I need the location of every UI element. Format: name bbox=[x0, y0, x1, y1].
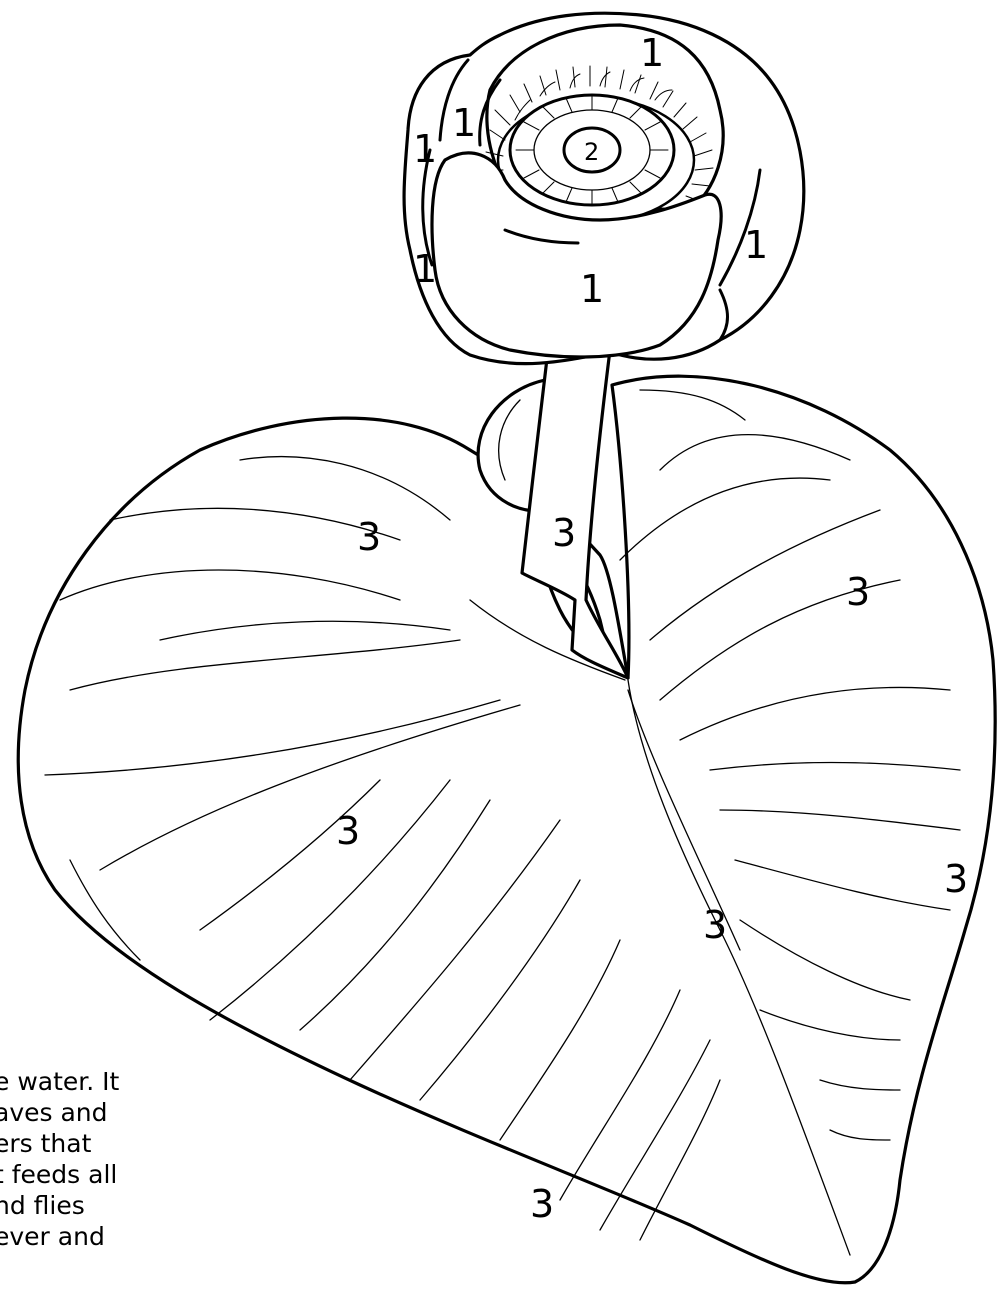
caption-text: e water. It aves and ers that t feeds al… bbox=[0, 1066, 119, 1252]
label-leaf-midrib: 3 bbox=[703, 903, 727, 947]
label-petal-right: 1 bbox=[744, 223, 768, 267]
label-petal-outer-left: 1 bbox=[413, 127, 437, 171]
caption-line: nd flies bbox=[0, 1190, 119, 1221]
flower bbox=[404, 13, 804, 363]
label-petal-top: 1 bbox=[640, 31, 664, 75]
label-leaf-upper-right: 3 bbox=[846, 570, 870, 614]
caption-line: aves and bbox=[0, 1097, 119, 1128]
label-leaf-right: 3 bbox=[944, 857, 968, 901]
caption-line: t feeds all bbox=[0, 1159, 119, 1190]
leaf bbox=[18, 376, 995, 1283]
caption-line: ever and bbox=[0, 1221, 119, 1252]
label-petal-front: 1 bbox=[580, 267, 604, 311]
label-leaf-bottom: 3 bbox=[530, 1182, 554, 1226]
label-leaf-upper-left: 3 bbox=[357, 515, 381, 559]
label-leaf-left: 3 bbox=[336, 809, 360, 853]
caption-line: e water. It bbox=[0, 1066, 119, 1097]
label-petal-inner-left: 1 bbox=[452, 101, 476, 145]
label-stem: 3 bbox=[552, 511, 576, 555]
label-petal-lower-left: 1 bbox=[413, 247, 437, 291]
caption-line: ers that bbox=[0, 1128, 119, 1159]
label-center: 2 bbox=[584, 138, 599, 166]
